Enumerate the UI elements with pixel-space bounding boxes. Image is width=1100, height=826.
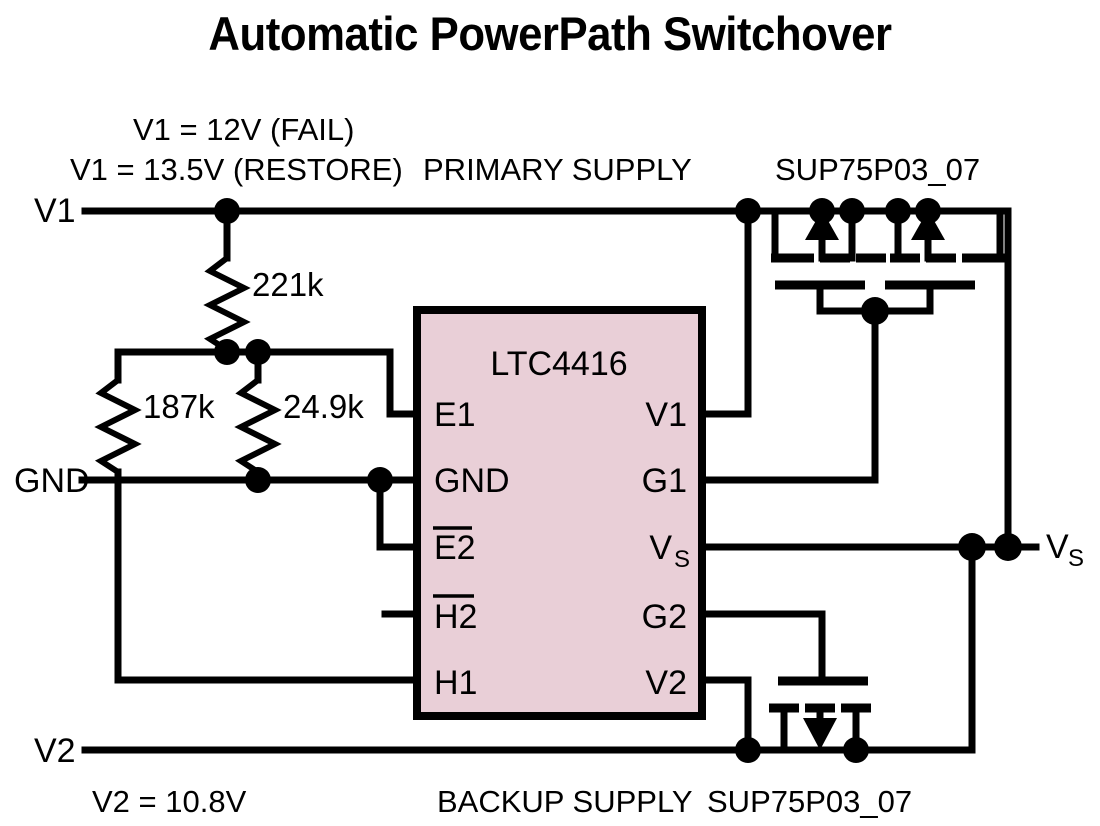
ic-pin-h1: H1	[434, 664, 477, 702]
svg-text:V: V	[649, 529, 672, 567]
junction-vs-left	[958, 533, 986, 561]
resistor-label-187k: 187k	[143, 388, 215, 425]
junction-fet2-diode	[915, 198, 941, 224]
resistor-221k-zigzag	[203, 255, 251, 353]
ic-pin-v1: V1	[645, 396, 687, 434]
junction-fet1-diode-v1	[809, 198, 835, 224]
junction-gnd-e2	[367, 467, 393, 493]
resistor-24k9-zigzag	[234, 377, 282, 475]
net-label-v2: V2	[34, 732, 76, 770]
svg-text:E2: E2	[434, 529, 476, 567]
resistor-label-221k: 221k	[252, 266, 324, 303]
page-title: Automatic PowerPath Switchover	[208, 7, 892, 60]
ic-pin-h2: H2	[433, 594, 477, 636]
svg-text:S: S	[1068, 545, 1084, 572]
junction-v2-icpin	[735, 737, 761, 763]
ic-pin-e2: E2	[433, 526, 476, 567]
annotation-mosfet-top: SUP75P03_07	[775, 152, 980, 187]
svg-text:V: V	[1046, 528, 1069, 566]
wire-g1-to-gate	[698, 304, 879, 484]
junction-divider-24k9	[245, 339, 271, 365]
mosfet-top-pair	[771, 207, 1005, 315]
junction-v1-221k	[214, 198, 240, 224]
net-label-v1: V1	[34, 192, 76, 230]
junction-221k-divider	[214, 339, 240, 365]
ic-pin-e1: E1	[434, 396, 476, 434]
ic-part-number: LTC4416	[490, 345, 627, 383]
wire-v1-pin-to-rail	[698, 207, 752, 418]
junction-vs-right	[994, 533, 1022, 561]
net-label-vs: V S	[1046, 528, 1084, 572]
mosfet-bottom	[769, 676, 871, 754]
junction-v1-icpin	[735, 198, 761, 224]
junction-v2-fet3-drain	[843, 737, 869, 763]
ic-pin-v2: V2	[645, 664, 687, 702]
svg-text:H2: H2	[434, 598, 477, 636]
net-label-gnd: GND	[14, 462, 90, 500]
junction-gnd-24k9	[245, 467, 271, 493]
fet2-body-diode	[911, 210, 945, 240]
junction-fet2-drain	[885, 198, 911, 224]
fet1-body-diode	[805, 210, 839, 240]
resistor-187k-zigzag	[94, 377, 142, 475]
junction-fet1-drain-v1	[839, 198, 865, 224]
ic-pin-g2: G2	[642, 598, 687, 636]
ic-body-ltc4416	[413, 306, 706, 720]
wire-v2-pin-to-rail	[698, 676, 752, 754]
annotation-mosfet-bottom: SUP75P03_07	[707, 784, 912, 819]
annotation-primary-supply: PRIMARY SUPPLY	[423, 152, 692, 187]
annotation-v1-fail: V1 = 12V (FAIL)	[133, 112, 354, 147]
ic-pin-g1: G1	[642, 462, 687, 500]
annotation-v2-value: V2 = 10.8V	[92, 784, 247, 819]
fet3-body-diode	[803, 718, 837, 750]
ic-pin-gnd: GND	[434, 462, 510, 500]
resistor-label-24k9: 24.9k	[283, 388, 364, 425]
annotation-backup-supply: BACKUP SUPPLY	[437, 784, 693, 819]
wire-g2-to-gate	[698, 610, 826, 685]
annotation-v1-restore: V1 = 13.5V (RESTORE)	[70, 152, 403, 187]
svg-text:S: S	[674, 546, 690, 573]
ic-pin-vs: V S	[649, 529, 690, 573]
junction-top-gate-g1	[861, 297, 889, 325]
